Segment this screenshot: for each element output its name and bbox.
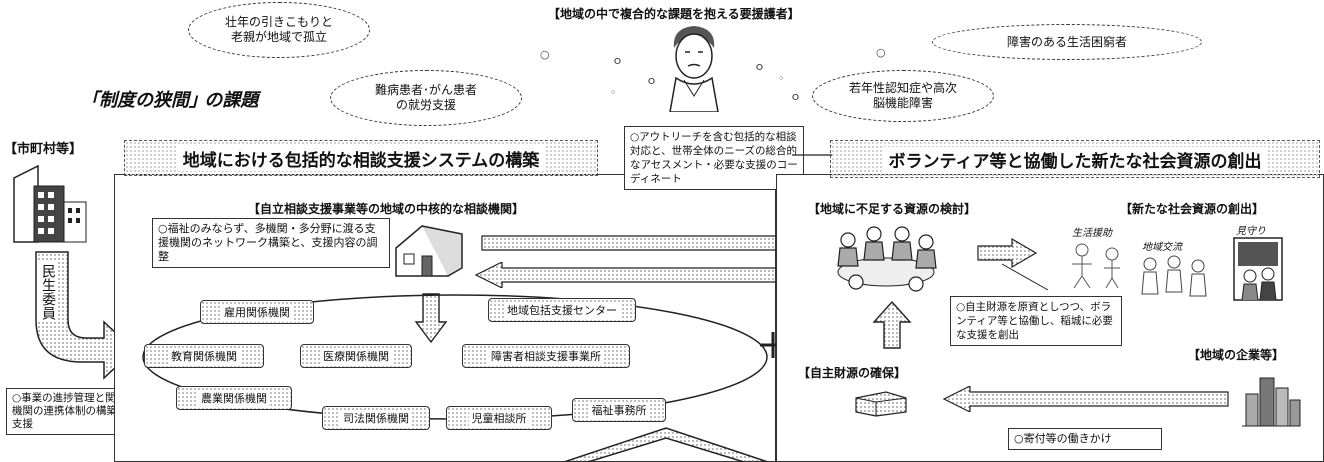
node-employment: 雇用関係機関: [200, 300, 314, 324]
issue-cloud-employment: 難病患者･がん患者の就労支援: [330, 70, 522, 126]
node-medical: 医療関係機関: [300, 344, 412, 368]
node-community-center: 地域包括支援センター: [488, 298, 636, 322]
node-agriculture: 農業関係機関: [176, 386, 292, 410]
life-support-illustration: [1072, 243, 1120, 289]
node-education: 教育関係機関: [144, 344, 264, 368]
donation-note: ○寄付等の働きかけ: [1008, 428, 1162, 450]
resources-title: ボランティア等と協働した新たな社会資源の創出: [830, 140, 1320, 178]
pointer-line: [1001, 263, 1049, 291]
meeting-illustration: [837, 226, 937, 292]
minsei-label: 民生委員: [38, 262, 58, 322]
roof-shape: [563, 427, 769, 462]
companies-header: 【地域の企業等】: [1188, 348, 1285, 362]
issue-cloud-poverty: 障害のある生活困窮者: [932, 24, 1202, 60]
municipality-label: 【市町村等】: [4, 142, 83, 157]
arrow-to-resources: [481, 230, 808, 256]
worried-person-icon: [669, 26, 719, 112]
node-welfare-office: 福祉事務所: [572, 398, 666, 422]
core-agency-header: 【自立相談支援事業等の地域の中核的な相談機関】: [248, 202, 525, 216]
connector-line: [792, 154, 832, 156]
node-child: 児童相談所: [446, 406, 552, 430]
outreach-note: ○アウトリーチを含む包括的な相談対応と、世帯全体のニーズの総合的なアセスメント・…: [624, 126, 804, 190]
node-disability: 障害者相談支援事業所: [462, 344, 630, 368]
house-icon: [395, 225, 463, 277]
caption-watch: 見守り: [1236, 226, 1266, 237]
gap-title: ｢制度の狭間｣ の課題: [90, 90, 259, 111]
own-funds-header: 【自主財源の確保】: [798, 366, 907, 380]
new-resources-header: 【新たな社会資源の創出】: [1120, 202, 1265, 216]
own-funds-note: ○自主財源を原資としつつ、ボランティア等と協働し、稲城に必要な支援を創出: [950, 296, 1122, 346]
network-note: ○福祉のみならず、多機関・多分野に渡る支援機関のネットワーク構築と、支援内容の調…: [152, 218, 390, 268]
issue-cloud-dementia: 若年性認知症や高次脳機能障害: [812, 70, 994, 122]
caption-life-support: 生活援助: [1072, 228, 1112, 239]
down-arrow-to-network: [414, 293, 448, 344]
system-title: 地域における包括的な相談支援システムの構築: [124, 140, 598, 176]
company-buildings-icon: [1242, 377, 1301, 427]
crisis-header: 【地域の中で複合的な課題を抱える要援護者】: [548, 7, 800, 21]
shortage-header: 【地域に不足する資源の検討】: [808, 202, 977, 216]
arrow-from-resources: [474, 262, 807, 288]
watch-illustration: [1233, 237, 1283, 301]
arrow-to-new-resources: [977, 238, 1038, 268]
arrow-from-companies: [942, 386, 1229, 412]
community-illustration: [1141, 255, 1207, 297]
node-justice: 司法関係機関: [322, 406, 430, 430]
city-buildings-icon: [13, 164, 87, 243]
issue-cloud-isolation: 壮年の引きこもりと老親が地域で孤立: [188, 2, 370, 58]
money-icon: [855, 391, 907, 417]
up-arrow-funds: [872, 300, 912, 349]
caption-community: 地域交流: [1142, 242, 1182, 253]
